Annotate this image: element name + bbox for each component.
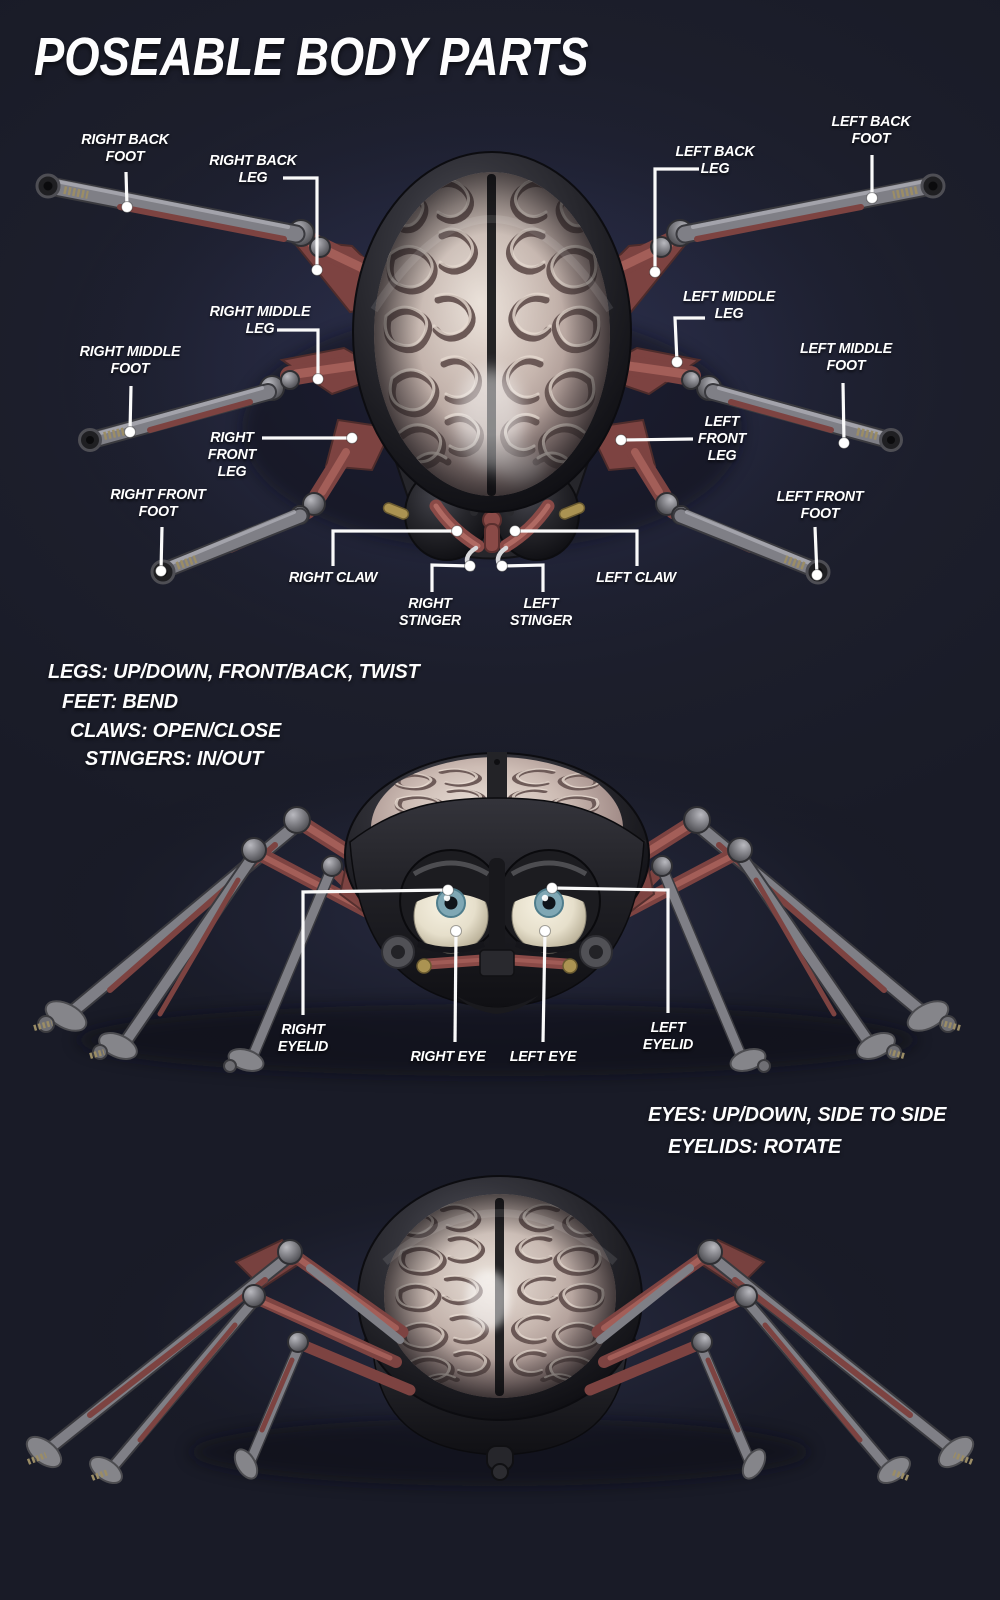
label-left-back-foot: LEFT BACK FOOT [831,113,911,147]
label-left-back-leg: LEFT BACK LEG [675,143,755,177]
note-eyelids: EYELIDS: ROTATE [668,1135,842,1158]
label-right-stinger: RIGHT STINGER [398,595,462,629]
label-right-back-foot: RIGHT BACK FOOT [81,131,169,165]
label-left-eyelid: LEFT EYELID [642,1019,694,1053]
label-right-front-leg: RIGHT FRONT LEG [207,429,257,480]
front-view-right-eye-assembly [399,849,503,954]
label-left-eye: LEFT EYE [509,1048,577,1065]
callout-left-eye [539,925,551,1043]
callout-lines [121,155,878,1043]
callout-left-middle-foot [838,382,850,449]
callout-left-middle-leg [671,316,705,368]
front-view-gold-peg-right [416,958,432,974]
callout-right-stinger [430,560,476,592]
callout-right-middle-foot [124,385,136,438]
label-right-front-foot: RIGHT FRONT FOOT [110,486,206,520]
label-left-claw: LEFT CLAW [596,569,676,586]
label-right-middle-leg: RIGHT MIDDLE LEG [209,303,311,337]
label-right-eye: RIGHT EYE [410,1048,486,1065]
label-left-front-leg: LEFT FRONT LEG [697,413,747,464]
label-left-front-foot: LEFT FRONT FOOT [776,488,864,522]
callout-right-front-foot [155,526,167,577]
label-right-middle-foot: RIGHT MIDDLE FOOT [79,343,181,377]
callout-left-back-leg [649,167,699,278]
callout-right-back-leg [283,176,323,276]
page-title: POSEABLE BODY PARTS [34,27,589,87]
note-stingers: STINGERS: IN/OUT [85,747,264,770]
callout-right-eye [450,925,462,1043]
label-right-back-leg: RIGHT BACK LEG [209,152,297,186]
callout-left-front-leg [615,434,694,446]
note-feet: FEET: BEND [62,690,178,713]
callout-right-middle-leg [277,328,324,385]
spider-top-view [37,151,944,583]
callout-right-eyelid [301,884,454,1015]
front-view-gold-peg-left [562,958,578,974]
callout-left-back-foot [866,155,878,204]
top-view-gold-peg-left [558,502,586,520]
bottom-view-brain [384,1194,616,1398]
top-view-brain [374,172,610,496]
callout-left-eyelid [546,882,670,1013]
callout-left-stinger [496,560,545,592]
callout-right-claw [331,525,463,566]
front-view-left-eye-assembly [497,849,601,954]
label-right-eyelid: RIGHT EYELID [277,1021,329,1055]
note-eyes: EYES: UP/DOWN, SIDE TO SIDE [648,1103,947,1126]
callout-right-back-foot [121,171,133,213]
callout-right-front-leg [262,432,358,444]
spider-front-view [34,752,960,1076]
top-view-gold-peg-right [382,502,410,520]
label-left-middle-leg: LEFT MIDDLE LEG [682,288,776,322]
spider-bottom-view [21,1175,978,1488]
note-legs: LEGS: UP/DOWN, FRONT/BACK, TWIST [48,660,420,683]
callout-left-claw [509,525,639,566]
label-left-stinger: LEFT STINGER [509,595,573,629]
label-right-claw: RIGHT CLAW [288,569,378,586]
callout-left-front-foot [811,526,823,581]
label-left-middle-foot: LEFT MIDDLE FOOT [799,340,893,374]
note-claws: CLAWS: OPEN/CLOSE [70,719,282,742]
